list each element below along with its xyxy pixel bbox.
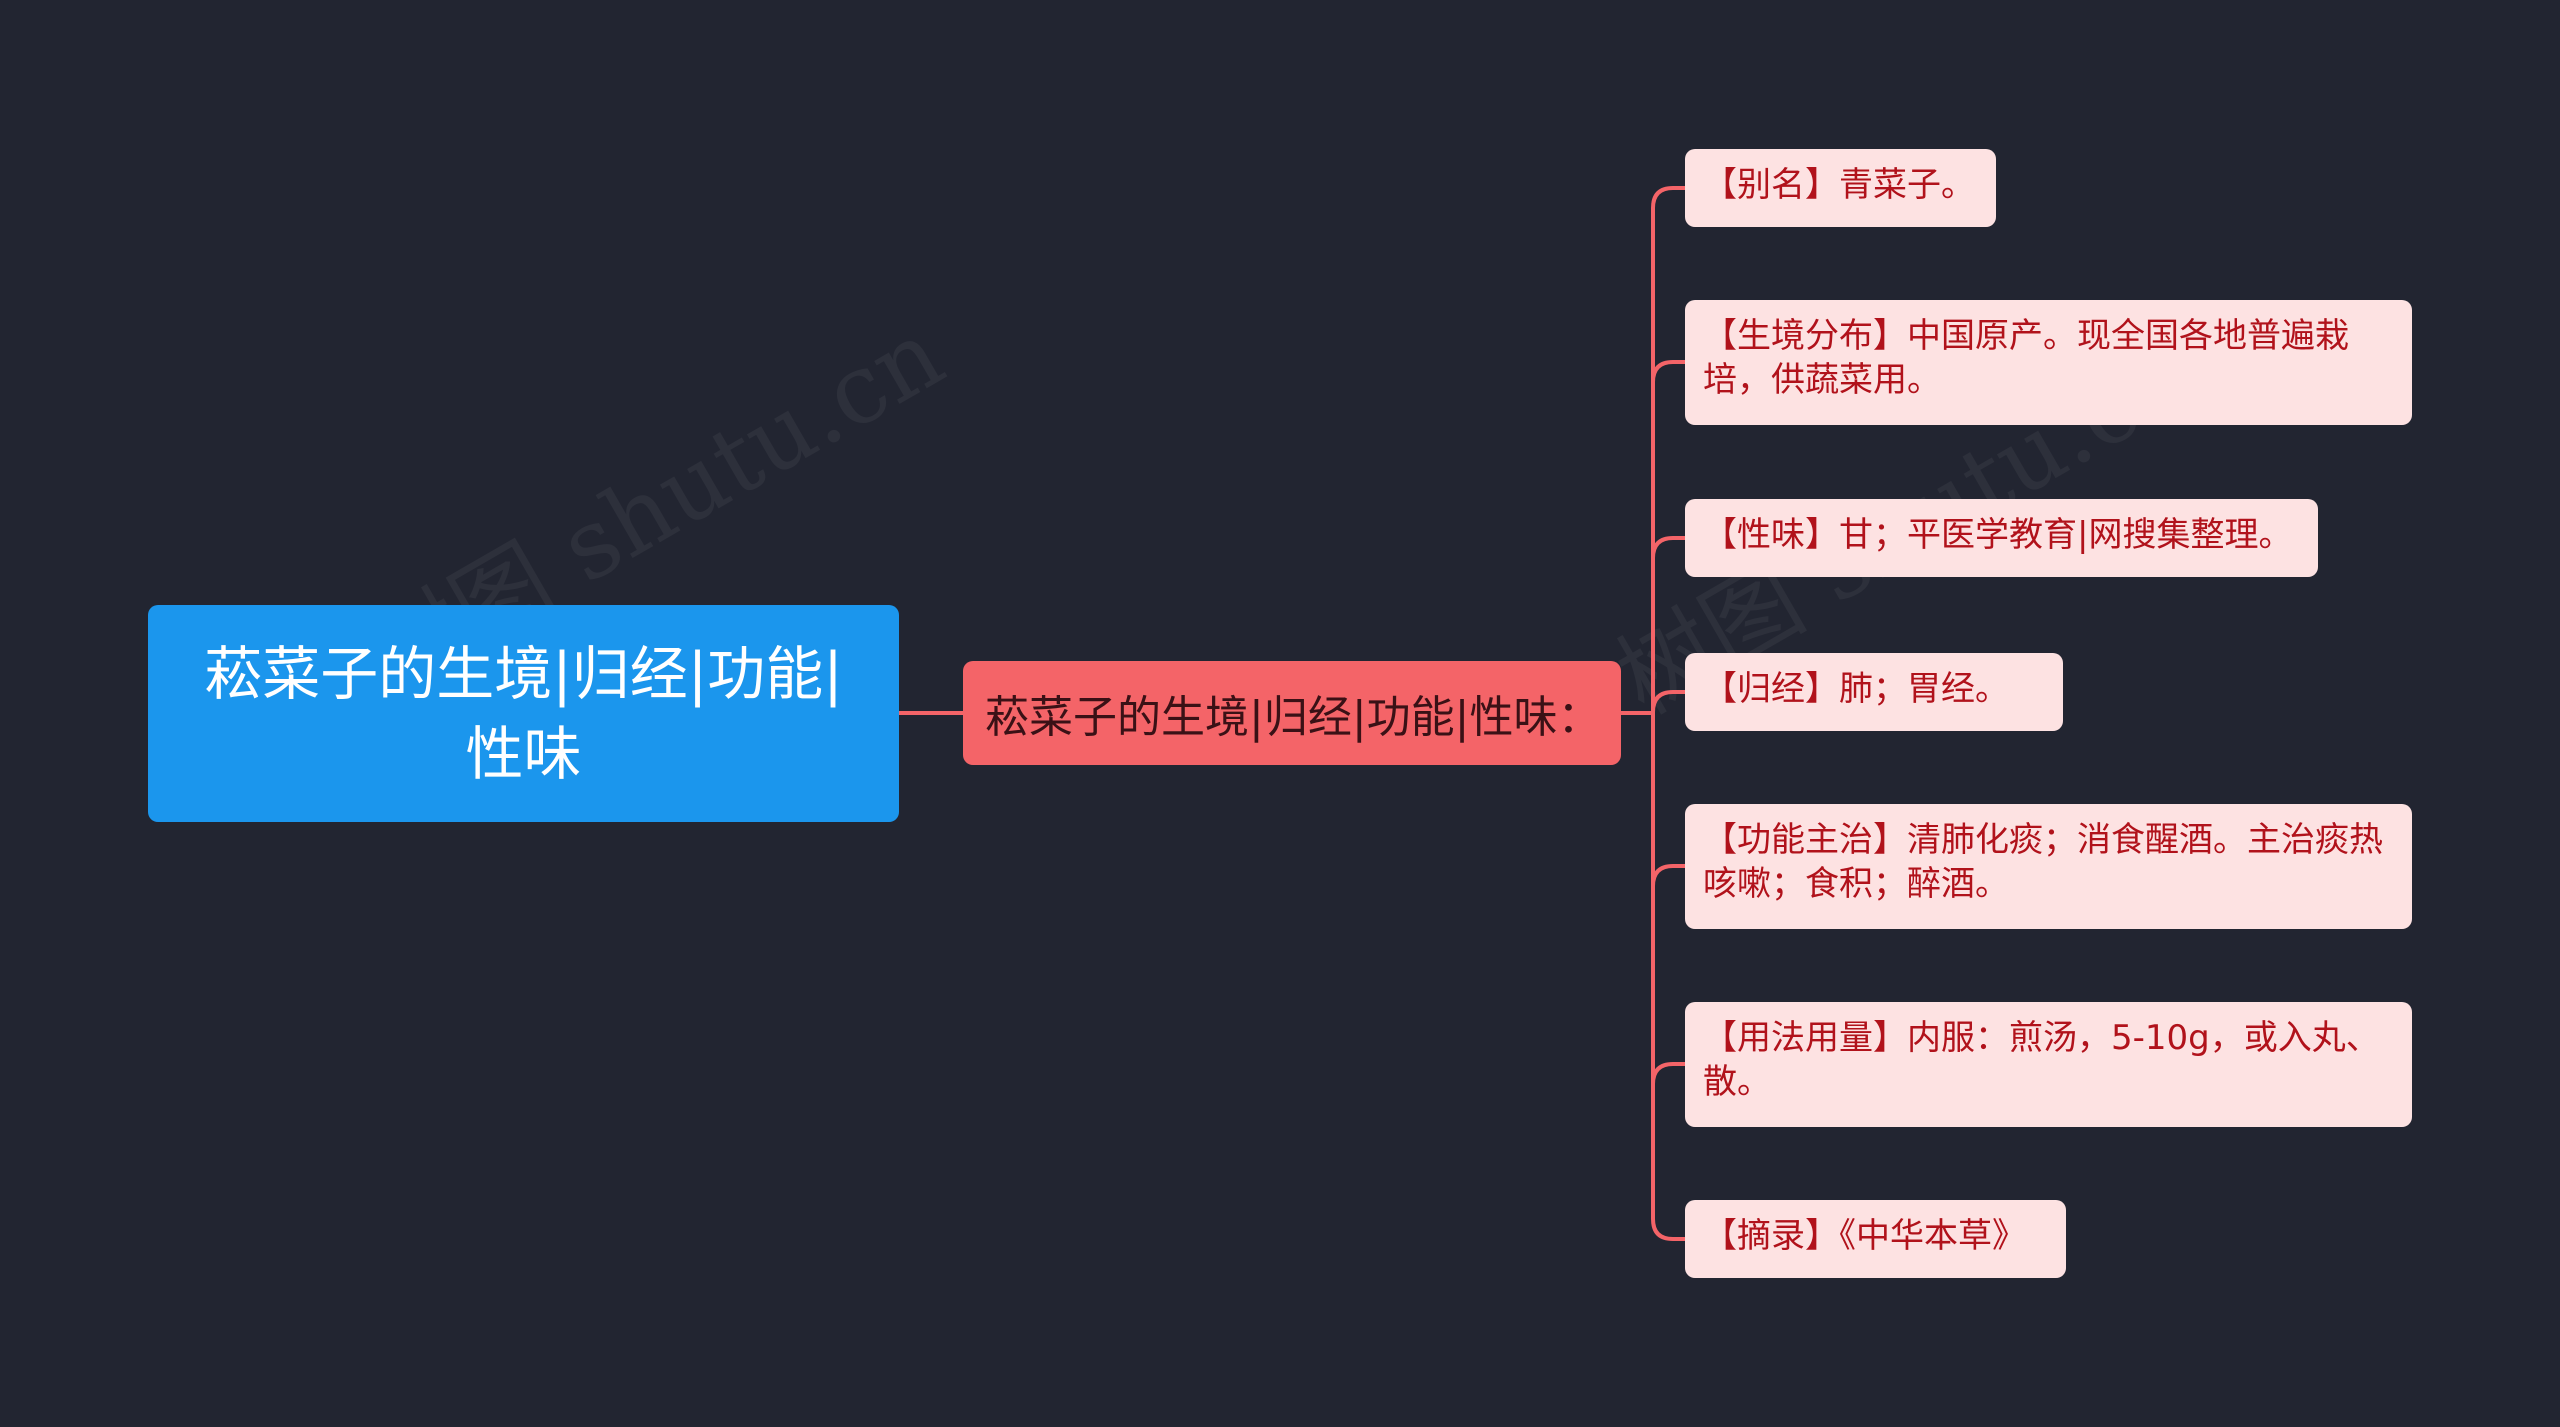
leaf-connector	[1651, 536, 1685, 559]
leaf-connector	[1651, 1062, 1685, 1085]
leaf-node-function[interactable]: 【功能主治】清肺化痰；消食醒酒。主治痰热咳嗽；食积；醉酒。	[1685, 804, 2412, 929]
leaf-node-label: 【归经】肺；胃经。	[1703, 669, 2009, 709]
leaf-node-habitat[interactable]: 【生境分布】中国原产。现全国各地普遍栽培，供蔬菜用。	[1685, 300, 2412, 425]
leaf-node-source[interactable]: 【摘录】《中华本草》	[1685, 1200, 2066, 1278]
root-label-line-2: 性味	[465, 719, 582, 788]
leaf-node-label: 【生境分布】中国原产。现全国各地普遍栽培，供蔬菜用。	[1703, 316, 2349, 400]
leaf-node-dosage[interactable]: 【用法用量】内服：煎汤，5-10g，或入丸、散。	[1685, 1002, 2412, 1127]
branch-node-label: 菘菜子的生境|归经|功能|性味：	[985, 692, 1602, 743]
root-node[interactable]: 菘菜子的生境|归经|功能| 性味	[148, 605, 899, 822]
branch-node[interactable]: 菘菜子的生境|归经|功能|性味：	[963, 661, 1621, 765]
leaf-connector	[1651, 360, 1685, 383]
leaf-connector	[1651, 186, 1685, 209]
leaf-node-nature-flavor[interactable]: 【性味】甘；平医学教育|网搜集整理。	[1685, 499, 2318, 577]
leaf-node-meridian[interactable]: 【归经】肺；胃经。	[1685, 653, 2063, 731]
leaf-node-label: 【性味】甘；平医学教育|网搜集整理。	[1703, 515, 2293, 555]
leaf-connector	[1651, 1218, 1685, 1241]
leaf-node-label: 【用法用量】内服：煎汤，5-10g，或入丸、散。	[1703, 1018, 2380, 1102]
root-node-label: 菘菜子的生境|归经|功能| 性味	[204, 634, 843, 794]
leaf-node-label: 【摘录】《中华本草》	[1703, 1216, 2026, 1256]
leaf-connector	[1651, 690, 1685, 713]
leaf-node-alias[interactable]: 【别名】青菜子。	[1685, 149, 1996, 227]
leaf-node-label: 【功能主治】清肺化痰；消食醒酒。主治痰热咳嗽；食积；醉酒。	[1703, 820, 2383, 904]
leaf-node-label: 【别名】青菜子。	[1703, 165, 1975, 205]
leaf-connector	[1651, 864, 1685, 887]
root-label-line-1: 菘菜子的生境|归经|功能|	[204, 639, 843, 708]
